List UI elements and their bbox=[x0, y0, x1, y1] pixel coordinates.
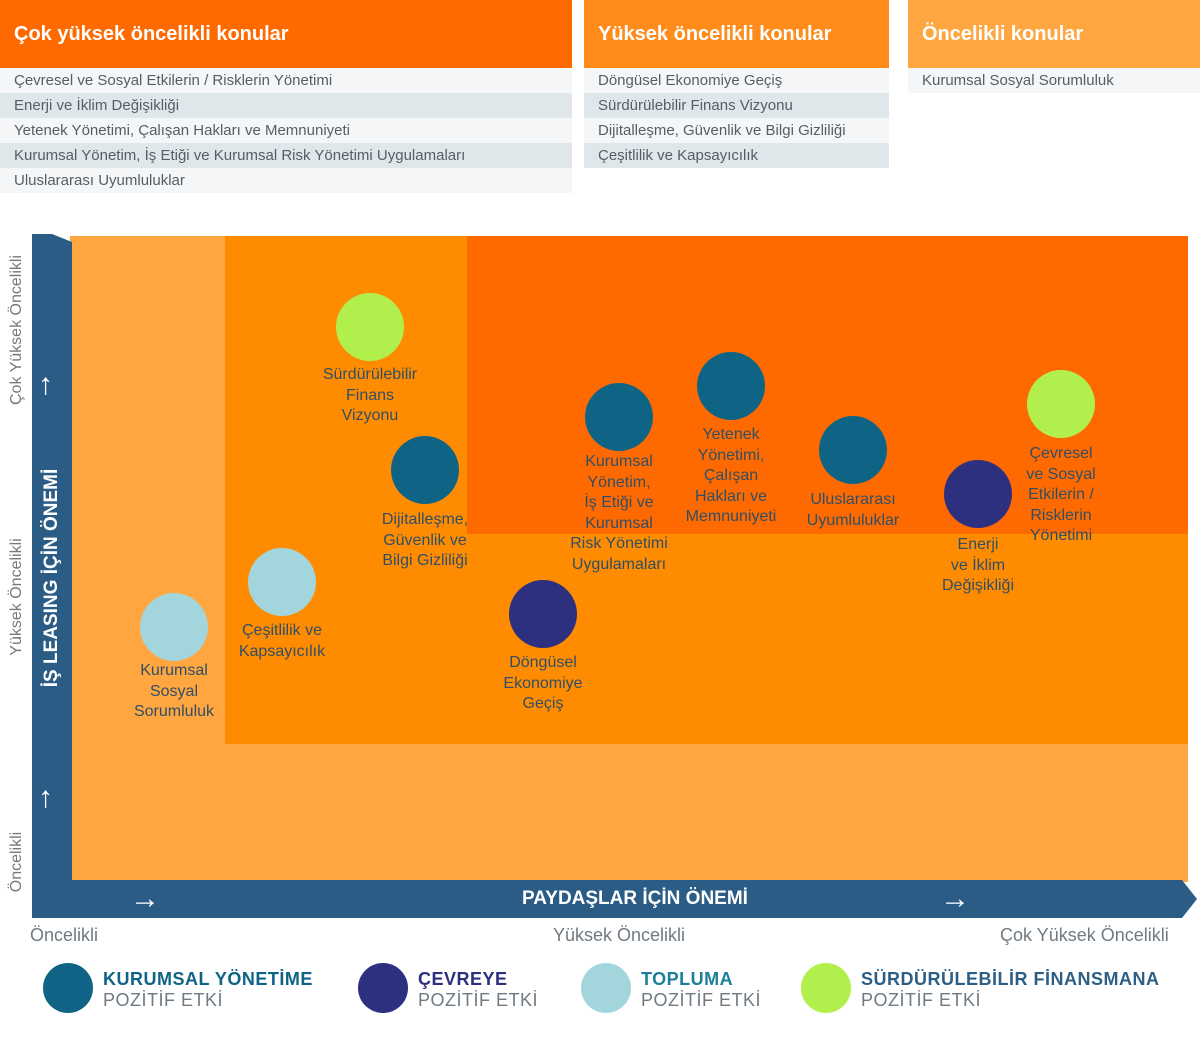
enerji-iklim-label: Enerji ve İklim Değişikliği bbox=[941, 536, 1015, 594]
table-row: Çeşitlilik ve Kapsayıcılık bbox=[584, 143, 889, 168]
cevresel-sosyal-label: Çevresel ve Sosyal Etkilerin / Risklerin… bbox=[1026, 445, 1096, 544]
surdurulebilir-finans-bubble bbox=[336, 293, 404, 361]
y-level-very-high: Çok Yüksek Öncelikli bbox=[8, 255, 25, 405]
table-row: Uluslararası Uyumluluklar bbox=[0, 168, 572, 193]
kurumsal-yonetim-bubble bbox=[585, 383, 653, 451]
table-row: Enerji ve İklim Değişikliği bbox=[0, 93, 572, 118]
legend-governance-dot bbox=[43, 963, 93, 1013]
x-axis-bar bbox=[32, 880, 1197, 918]
legend-sustainable-finance-title: SÜRDÜRÜLEBİLİR FİNANSMANA bbox=[861, 969, 1160, 989]
dijitallesme-bubble bbox=[391, 436, 459, 504]
very-high-priority-table: Çok yüksek öncelikli konular Çevresel ve… bbox=[0, 0, 572, 193]
priority-table: Öncelikli konular Kurumsal Sosyal Soruml… bbox=[908, 0, 1200, 93]
legend-environment-dot bbox=[358, 963, 408, 1013]
x-level-high: Yüksek Öncelikli bbox=[553, 925, 686, 945]
table-row: Döngüsel Ekonomiye Geçiş bbox=[584, 68, 889, 93]
x-axis-title: PAYDAŞLAR İÇİN ÖNEMİ bbox=[522, 888, 748, 909]
legend-community-sub: POZİTİF ETKİ bbox=[641, 990, 762, 1010]
high-priority-title: Yüksek öncelikli konular bbox=[584, 0, 889, 68]
arrow-right-icon: → bbox=[130, 882, 160, 915]
high-priority-table: Yüksek öncelikli konular Döngüsel Ekonom… bbox=[584, 0, 889, 168]
cevresel-sosyal-bubble bbox=[1027, 370, 1095, 438]
table-row: Sürdürülebilir Finans Vizyonu bbox=[584, 93, 889, 118]
kurumsal-sosyal-sorumluluk-label: Kurumsal Sosyal Sorumluluk bbox=[133, 662, 215, 720]
yetenek-yonetimi-bubble bbox=[697, 352, 765, 420]
priority-title: Öncelikli konular bbox=[908, 0, 1200, 68]
table-row: Çevresel ve Sosyal Etkilerin / Risklerin… bbox=[0, 68, 572, 93]
table-row: Yetenek Yönetimi, Çalışan Hakları ve Mem… bbox=[0, 118, 572, 143]
y-level-high: Yüksek Öncelikli bbox=[8, 538, 25, 656]
dijitallesme-label: Dijitalleşme, Güvenlik ve Bilgi Gizliliğ… bbox=[381, 511, 469, 569]
uluslararasi-uyumluluklar-bubble bbox=[819, 416, 887, 484]
surdurulebilir-finans-label: Sürdürülebilir Finans Vizyonu bbox=[322, 366, 418, 424]
table-row: Dijitalleşme, Güvenlik ve Bilgi Gizliliğ… bbox=[584, 118, 889, 143]
legend-governance-sub: POZİTİF ETKİ bbox=[103, 990, 224, 1010]
table-row: Kurumsal Sosyal Sorumluluk bbox=[908, 68, 1200, 93]
legend-governance-title: KURUMSAL YÖNETİME bbox=[103, 969, 313, 989]
kurumsal-sosyal-sorumluluk-bubble bbox=[140, 593, 208, 661]
uluslararasi-uyumluluklar-label: Uluslararası Uyumluluklar bbox=[806, 491, 900, 529]
legend-sustainable-finance-dot bbox=[801, 963, 851, 1013]
arrow-right-icon: → bbox=[940, 882, 970, 915]
yetenek-yonetimi-label: Yetenek Yönetimi, Çalışan Hakları ve Mem… bbox=[685, 426, 777, 525]
dongusel-ekonomi-label: Döngüsel Ekonomiye Geçiş bbox=[503, 654, 583, 712]
kurumsal-yonetim-label: Kurumsal Yönetim, İş Etiği ve Kurumsal R… bbox=[570, 453, 668, 573]
arrow-up-icon: ↑ bbox=[38, 368, 53, 401]
arrow-up-icon: ↑ bbox=[38, 781, 53, 814]
x-level-very-high: Çok Yüksek Öncelikli bbox=[1000, 925, 1169, 945]
legend-sustainable-finance-sub: POZİTİF ETKİ bbox=[861, 990, 982, 1010]
legend-environment-sub: POZİTİF ETKİ bbox=[418, 990, 539, 1010]
dongusel-ekonomi-bubble bbox=[509, 580, 577, 648]
y-axis-bar bbox=[32, 234, 72, 894]
table-row: Kurumsal Yönetim, İş Etiği ve Kurumsal R… bbox=[0, 143, 572, 168]
y-axis-title: İŞ LEASING İÇİN ÖNEMİ bbox=[41, 468, 62, 688]
legend-community-dot bbox=[581, 963, 631, 1013]
legend-community-title: TOPLUMA bbox=[641, 969, 734, 989]
enerji-iklim-bubble bbox=[944, 460, 1012, 528]
cesitlilik-bubble bbox=[248, 548, 316, 616]
x-level-priority: Öncelikli bbox=[30, 925, 99, 945]
y-level-priority: Öncelikli bbox=[8, 831, 25, 893]
legend-environment-title: ÇEVREYE bbox=[418, 969, 508, 989]
cesitlilik-label: Çeşitlilik ve Kapsayıcılık bbox=[238, 622, 326, 660]
very-high-priority-title: Çok yüksek öncelikli konular bbox=[0, 0, 572, 68]
